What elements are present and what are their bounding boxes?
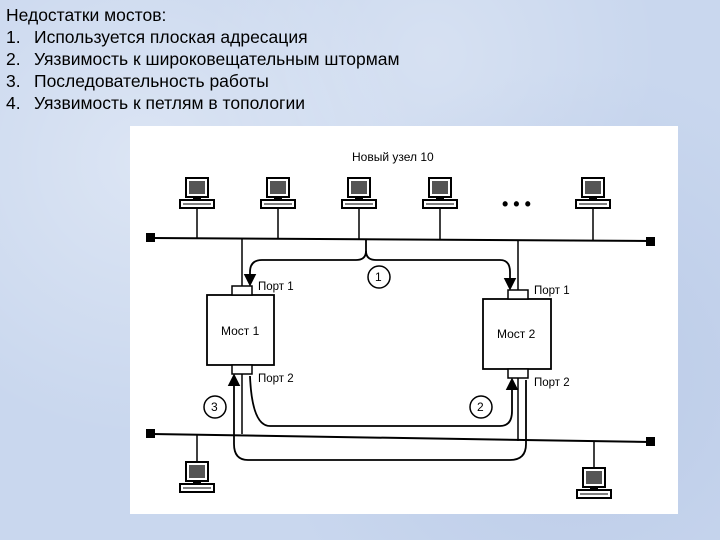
- bridge-1: Мост 1 Порт 1 Порт 2: [206, 281, 294, 385]
- marker-2: 2: [469, 395, 493, 419]
- bridge-1-port-2-label: Порт 2: [258, 373, 294, 385]
- item-number: 1.: [6, 27, 21, 47]
- computer-icon: [179, 435, 215, 493]
- bridge-2-port-2-label: Порт 2: [534, 377, 570, 389]
- bridge-2-label: Мост 2: [497, 327, 536, 341]
- bridge-1-label: Мост 1: [221, 324, 260, 338]
- item-number: 4.: [6, 93, 21, 113]
- bridge-2: Мост 2 Порт 1 Порт 2: [482, 285, 570, 389]
- list-item: 2. Уязвимость к широковещательным штормам: [6, 48, 706, 70]
- item-text: Уязвимость к широковещательным штормам: [34, 49, 400, 69]
- item-text: Уязвимость к петлям в топологии: [34, 93, 305, 113]
- ellipsis: • • •: [502, 194, 531, 214]
- item-text: Используется плоская адресация: [34, 27, 308, 47]
- drawbacks-list: 1. Используется плоская адресация 2. Уязви…: [6, 26, 706, 114]
- bottom-segment: [146, 429, 655, 446]
- computer-icon: [260, 177, 296, 239]
- new-node-label: Новый узел 10: [352, 150, 434, 164]
- marker-1: 1: [367, 265, 391, 289]
- marker-3: 3: [203, 395, 227, 419]
- frame-paths: [227, 240, 527, 461]
- item-text: Последовательность работы: [34, 71, 269, 91]
- list-item: 1. Используется плоская адресация: [6, 26, 706, 48]
- svg-text:2: 2: [477, 400, 484, 414]
- computer-icon: [341, 177, 377, 239]
- bridge-2-port-1-label: Порт 1: [534, 285, 570, 297]
- list-item: 3. Последовательность работы: [6, 70, 706, 92]
- computer-icon: [179, 177, 215, 238]
- bridge-1-port-1-label: Порт 1: [258, 281, 294, 293]
- svg-text:3: 3: [211, 400, 218, 414]
- list-item: 4. Уязвимость к петлям в топологии: [6, 92, 706, 114]
- computer-icon: [575, 177, 611, 241]
- item-number: 2.: [6, 49, 21, 69]
- computer-icon: [576, 441, 612, 499]
- svg-text:1: 1: [375, 270, 382, 284]
- bridge-loop-diagram: Новый узел 10 • • • Мост 1 Порт 1 Порт 2: [130, 126, 678, 514]
- top-segment: [146, 233, 655, 246]
- text-block: Недостатки мостов: 1. Используется плоска…: [6, 4, 706, 114]
- item-number: 3.: [6, 71, 21, 91]
- slide-title: Недостатки мостов:: [6, 5, 167, 25]
- computer-icon: [422, 177, 458, 240]
